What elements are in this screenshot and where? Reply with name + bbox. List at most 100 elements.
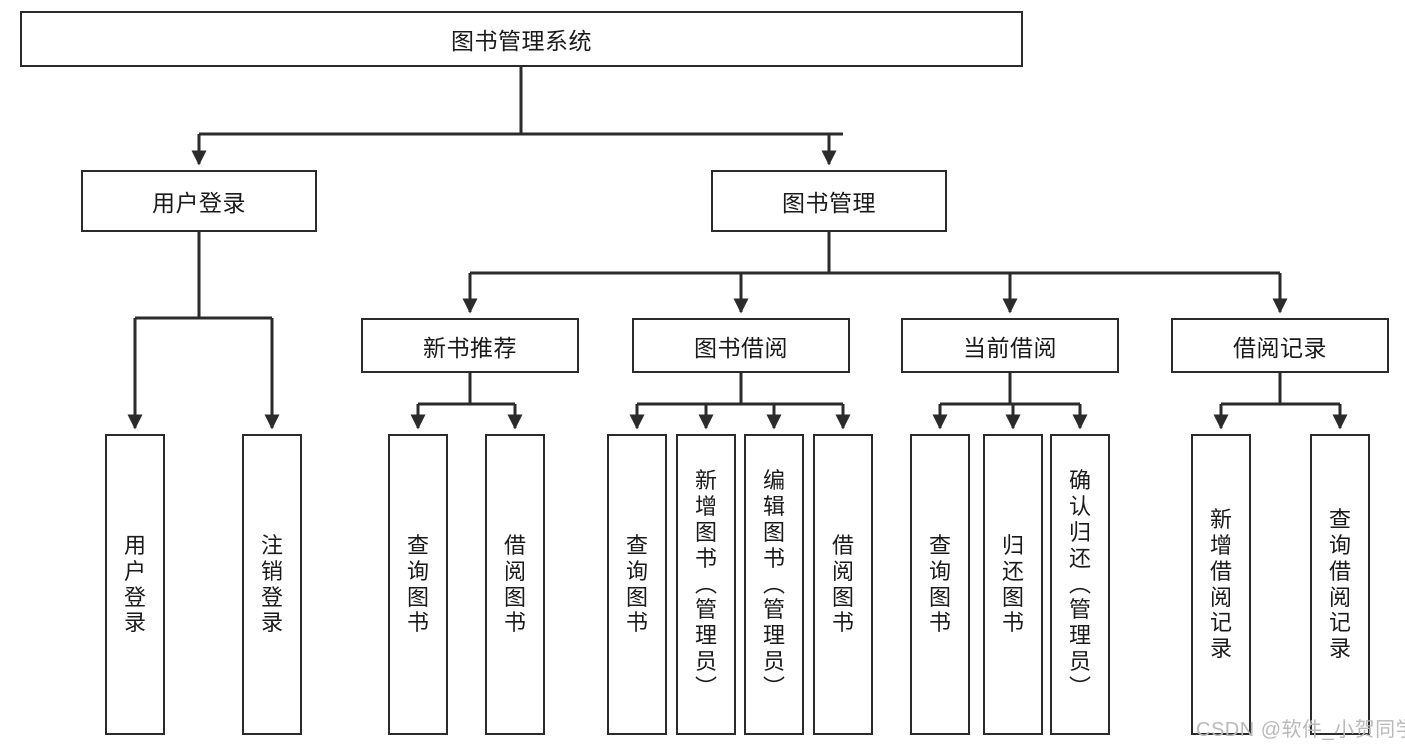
leaf-label-char: 图 xyxy=(1001,584,1024,610)
leaf-label-char: ︵ xyxy=(1068,571,1091,597)
leaf-label-char: 还 xyxy=(1068,545,1091,571)
leaf-label-vertical: 编辑图书︵管理员︶ xyxy=(746,468,802,702)
leaf-label-char: 编 xyxy=(762,467,785,493)
leaf-label-char: 员 xyxy=(1068,649,1091,675)
leaf-label-char: 登 xyxy=(123,584,146,610)
leaf-label-vertical: 用户登录 xyxy=(107,533,163,637)
leaf-label-vertical: 借阅图书 xyxy=(487,533,543,637)
leaf-label-char: 员 xyxy=(694,649,717,675)
level3-node-book-borrow[interactable]: 图书借阅 xyxy=(632,318,850,373)
leaf-node-leaf-query-record[interactable]: 查询借阅记录 xyxy=(1310,434,1370,735)
leaf-label-char: 录 xyxy=(1328,636,1351,662)
node-label: 借阅记录 xyxy=(1233,334,1327,361)
leaf-label-vertical: 查询图书 xyxy=(390,533,446,637)
leaf-label-char: 书 xyxy=(831,610,854,636)
leaf-label-char: 图 xyxy=(928,584,951,610)
leaf-label-char: 记 xyxy=(1328,610,1351,636)
leaf-label-char: 书 xyxy=(625,610,648,636)
leaf-label-char: 注 xyxy=(260,532,283,558)
leaf-label-vertical: 归还图书 xyxy=(985,533,1041,637)
leaf-label-char: ︵ xyxy=(694,571,717,597)
leaf-label-char: 书 xyxy=(406,610,429,636)
leaf-label-char: 增 xyxy=(1209,532,1232,558)
leaf-label-char: 图 xyxy=(503,584,526,610)
node-label: 用户登录 xyxy=(152,190,246,216)
leaf-node-leaf-add-book[interactable]: 新增图书︵管理员︶ xyxy=(676,434,736,735)
leaf-label-char: 阅 xyxy=(1209,584,1232,610)
leaf-label-char: 录 xyxy=(260,610,283,636)
leaf-label-vertical: 查询借阅记录 xyxy=(1312,507,1368,663)
node-label: 当前借阅 xyxy=(963,334,1057,361)
leaf-label-char: 管 xyxy=(694,597,717,623)
leaf-label-char: 员 xyxy=(762,649,785,675)
leaf-label-char: 理 xyxy=(762,623,785,649)
leaf-label-char: 查 xyxy=(406,532,429,558)
leaf-label-char: ︶ xyxy=(694,675,717,701)
leaf-label-vertical: 新增图书︵管理员︶ xyxy=(678,468,734,702)
leaf-label-char: 辑 xyxy=(762,493,785,519)
leaf-node-leaf-borrow-book[interactable]: 借阅图书 xyxy=(813,434,873,735)
leaf-node-leaf-user-login[interactable]: 用户登录 xyxy=(105,434,165,735)
leaf-node-leaf-borrow-book-new[interactable]: 借阅图书 xyxy=(485,434,545,735)
leaf-label-char: 登 xyxy=(260,584,283,610)
leaf-label-char: 新 xyxy=(694,467,717,493)
node-label: 新书推荐 xyxy=(423,334,517,361)
level2-node-book-manage[interactable]: 图书管理 xyxy=(711,170,947,232)
leaf-node-leaf-query-book[interactable]: 查询图书 xyxy=(607,434,667,735)
level3-node-borrow-records[interactable]: 借阅记录 xyxy=(1171,318,1389,373)
leaf-label-char: 书 xyxy=(503,610,526,636)
level3-node-current-borrow[interactable]: 当前借阅 xyxy=(901,318,1119,373)
leaf-label-char: 查 xyxy=(928,532,951,558)
leaf-node-leaf-return-book[interactable]: 归还图书 xyxy=(983,434,1043,735)
level2-node-user-login[interactable]: 用户登录 xyxy=(81,170,317,232)
leaf-node-leaf-confirm-return[interactable]: 确认归还︵管理员︶ xyxy=(1050,434,1110,735)
level3-node-new-book-recommend[interactable]: 新书推荐 xyxy=(361,318,579,373)
leaf-node-leaf-query-book-new[interactable]: 查询图书 xyxy=(388,434,448,735)
leaf-label-char: 理 xyxy=(1068,623,1091,649)
leaf-label-char: 书 xyxy=(762,545,785,571)
csdn-watermark: CSDN @软件_小贺同学 xyxy=(1196,719,1405,741)
leaf-label-char: 书 xyxy=(1001,610,1024,636)
leaf-label-char: 新 xyxy=(1209,506,1232,532)
leaf-label-char: 借 xyxy=(831,532,854,558)
leaf-label-vertical: 新增借阅记录 xyxy=(1193,507,1249,663)
leaf-label-char: 归 xyxy=(1001,532,1024,558)
leaf-label-char: 图 xyxy=(831,584,854,610)
leaf-label-char: 用 xyxy=(123,532,146,558)
leaf-label-char: 确 xyxy=(1068,467,1091,493)
leaf-node-leaf-logout[interactable]: 注销登录 xyxy=(242,434,302,735)
leaf-label-char: 还 xyxy=(1001,558,1024,584)
leaf-label-vertical: 借阅图书 xyxy=(815,533,871,637)
leaf-label-vertical: 查询图书 xyxy=(609,533,665,637)
leaf-label-char: 录 xyxy=(1209,636,1232,662)
leaf-label-char: 户 xyxy=(123,558,146,584)
root-node-root[interactable]: 图书管理系统 xyxy=(20,11,1023,67)
leaf-label-char: 借 xyxy=(1328,558,1351,584)
leaf-label-char: ︶ xyxy=(1068,675,1091,701)
leaf-label-char: 查 xyxy=(1328,506,1351,532)
leaf-label-char: 图 xyxy=(406,584,429,610)
leaf-label-char: 询 xyxy=(928,558,951,584)
leaf-node-leaf-query-book-cur[interactable]: 查询图书 xyxy=(910,434,970,735)
leaf-label-char: 询 xyxy=(1328,532,1351,558)
leaf-label-char: 管 xyxy=(1068,597,1091,623)
leaf-label-vertical: 查询图书 xyxy=(912,533,968,637)
leaf-label-char: 阅 xyxy=(831,558,854,584)
leaf-label-char: ︶ xyxy=(762,675,785,701)
leaf-label-char: 阅 xyxy=(503,558,526,584)
leaf-label-char: 增 xyxy=(694,493,717,519)
leaf-label-char: 归 xyxy=(1068,519,1091,545)
leaf-label-char: 询 xyxy=(625,558,648,584)
leaf-label-char: 记 xyxy=(1209,610,1232,636)
leaf-label-char: 借 xyxy=(1209,558,1232,584)
leaf-node-leaf-edit-book[interactable]: 编辑图书︵管理员︶ xyxy=(744,434,804,735)
leaf-label-char: 理 xyxy=(694,623,717,649)
leaf-node-leaf-add-record[interactable]: 新增借阅记录 xyxy=(1191,434,1251,735)
leaf-label-char: 录 xyxy=(123,610,146,636)
leaf-label-char: 阅 xyxy=(1328,584,1351,610)
leaf-label-char: 书 xyxy=(694,545,717,571)
leaf-label-vertical: 注销登录 xyxy=(244,533,300,637)
leaf-label-char: 认 xyxy=(1068,493,1091,519)
node-label: 图书借阅 xyxy=(694,334,788,361)
leaf-label-char: 查 xyxy=(625,532,648,558)
